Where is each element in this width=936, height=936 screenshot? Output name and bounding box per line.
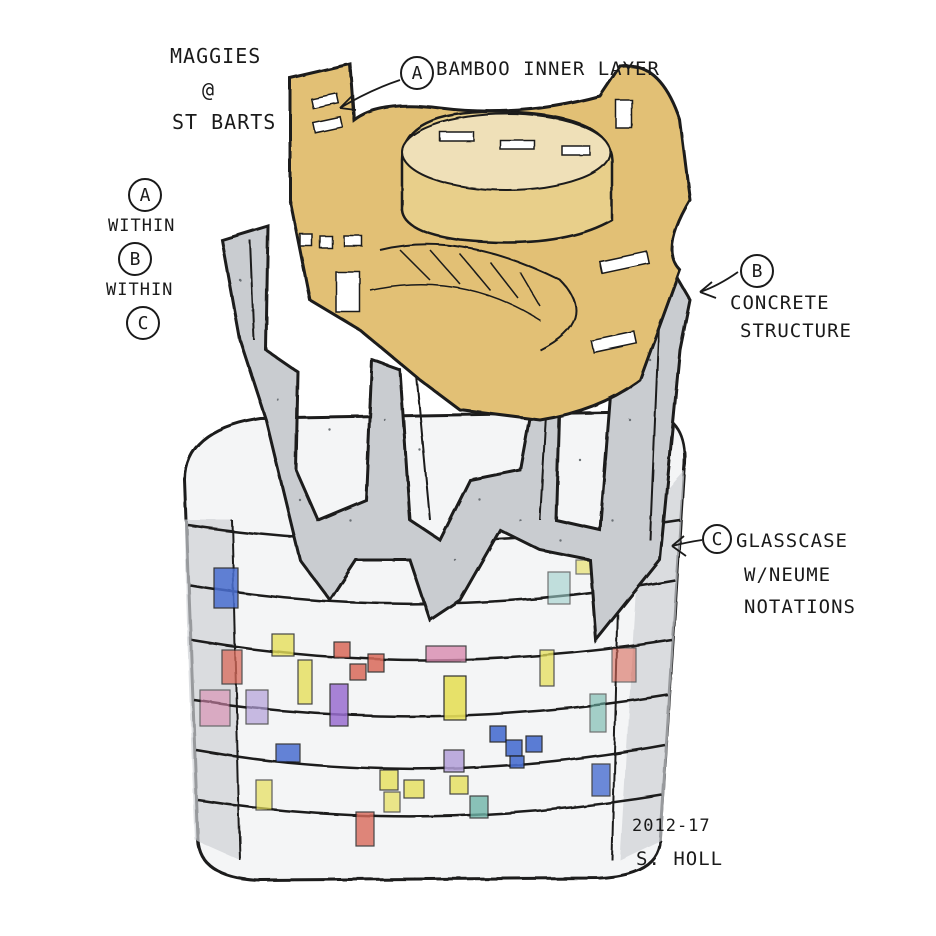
arrow-b-icon: [700, 282, 716, 298]
title-at: @: [202, 80, 215, 100]
callout-a-marker: A: [400, 56, 434, 90]
callout-c-line2: W/NEUME: [744, 566, 831, 585]
callout-c-marker: C: [702, 524, 732, 554]
callout-a-label: BAMBOO INNER LAYER: [436, 60, 660, 79]
callout-b-line2: STRUCTURE: [740, 322, 852, 341]
callout-c-line3: NOTATIONS: [744, 598, 856, 617]
nesting-marker-c: C: [126, 306, 160, 340]
leader-b: [700, 272, 738, 292]
nesting-marker-a: A: [128, 178, 162, 212]
bamboo-inner-layer: [290, 64, 690, 420]
nesting-marker-b: B: [118, 242, 152, 276]
nesting-within-1: WITHIN: [108, 218, 175, 235]
title-st-barts: ST BARTS: [172, 112, 276, 132]
signature-name: S. HOLL: [636, 850, 723, 869]
title-maggies: MAGGIES: [170, 46, 261, 66]
signature-date: 2012-17: [632, 818, 711, 835]
callout-b-line1: CONCRETE: [730, 294, 830, 313]
callout-b-marker: B: [740, 254, 774, 288]
callout-c-line1: GLASSCASE: [736, 532, 848, 551]
nesting-within-2: WITHIN: [106, 282, 173, 299]
